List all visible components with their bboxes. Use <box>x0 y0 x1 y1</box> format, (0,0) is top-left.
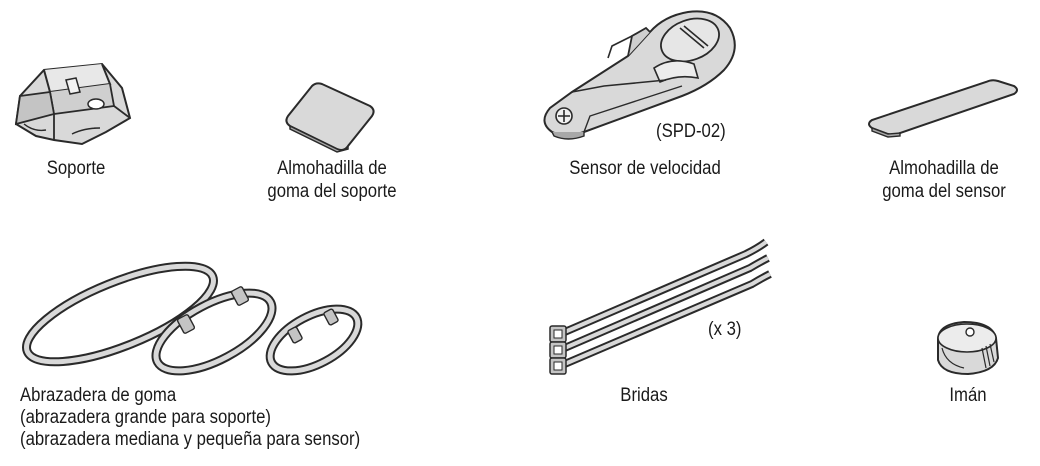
bracket-pad-label-line2: goma del soporte <box>267 181 397 202</box>
rubber-bands-label-line2: (abrazadera grande para soporte) <box>20 407 271 428</box>
bracket-label: Soporte <box>46 158 106 179</box>
zip-ties-count: (x 3) <box>708 319 742 340</box>
speed-sensor-model: (SPD-02) <box>656 121 726 142</box>
sensor-pad-label-line2: goma del sensor <box>882 181 1006 202</box>
magnet-label: Imán <box>949 385 987 406</box>
sensor-pad-label-line1: Almohadilla de <box>889 158 999 179</box>
speed-sensor-icon <box>543 10 736 140</box>
rubber-pad-icon <box>285 82 375 153</box>
sensor-pad-icon <box>868 79 1018 138</box>
rubber-bands-label-line1: Abrazadera de goma <box>20 385 177 406</box>
rubber-bands-label-line3: (abrazadera mediana y pequeña para senso… <box>20 429 361 450</box>
zip-ties-icon <box>549 238 772 375</box>
magnet-icon <box>937 320 1000 376</box>
speed-sensor-label: Sensor de velocidad <box>569 158 721 179</box>
bracket-pad-label-line1: Almohadilla de <box>277 158 387 179</box>
rubber-bands-icon <box>22 261 363 376</box>
bracket-icon <box>14 62 132 146</box>
zip-ties-label: Bridas <box>620 385 668 406</box>
